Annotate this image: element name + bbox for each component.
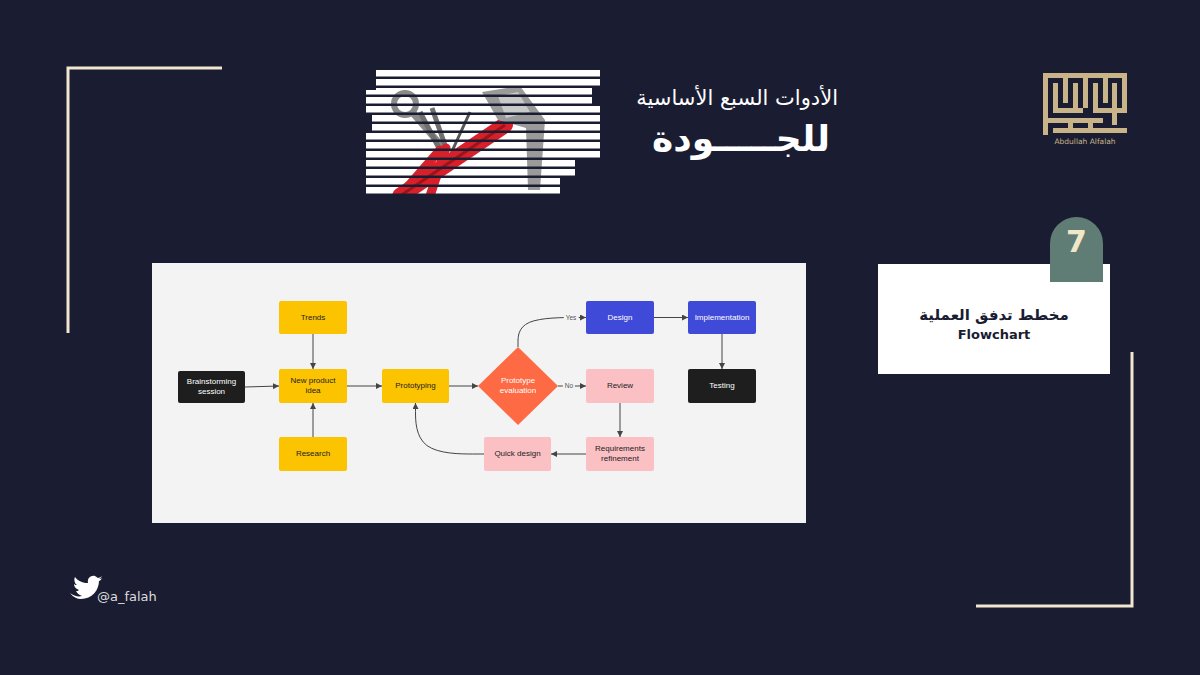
text-group: New product idea — [283, 376, 343, 395]
title-emphasis: للجـــــودة — [652, 118, 830, 159]
process-box: Quick design — [484, 437, 551, 471]
text-group: Prototyping — [395, 381, 435, 391]
flow-arrow — [313, 403, 314, 437]
process-box: Design — [586, 301, 654, 334]
flow-arrow — [416, 403, 485, 454]
flow-arrow — [449, 386, 478, 387]
process-box: Prototyping — [382, 369, 449, 403]
node-label: Prototype evaluation — [495, 376, 541, 395]
page-title: الأدوات السبع الأساسية — [636, 86, 838, 110]
flow-arrow — [518, 318, 586, 348]
flow-arrow — [551, 454, 586, 455]
number-badge: 7 — [1050, 217, 1103, 282]
node-label: Requirements refinement — [590, 444, 650, 463]
text-group: Implementation — [695, 313, 750, 323]
text-group: Prototype evaluation — [495, 376, 541, 395]
flow-arrow — [722, 334, 723, 369]
corner-bracket — [976, 352, 1132, 606]
node-label: Implementation — [695, 313, 750, 323]
flow-arrow — [620, 403, 621, 437]
text-group: مخطط تدفق العمليةFlowchart — [919, 306, 1069, 345]
flow-arrow — [313, 334, 314, 369]
node-label: Quick design — [494, 449, 540, 459]
flowchart-panel — [152, 263, 806, 523]
text-group: Trends — [301, 313, 326, 323]
process-box: Review — [586, 369, 654, 403]
end-box: Testing — [688, 369, 756, 403]
tool-card: مخطط تدفق العمليةFlowchart — [878, 282, 1110, 368]
tools-illustration — [366, 70, 600, 196]
text-group: Research — [296, 449, 330, 459]
node-label: Research — [296, 449, 330, 459]
logo-mark — [1043, 73, 1127, 135]
text-group: Quick design — [494, 449, 540, 459]
process-box: New product idea — [279, 369, 347, 403]
twitter-handle: @a_falah — [97, 589, 157, 604]
start-box: Brainstorming session — [178, 371, 245, 403]
node-label: Brainstorming session — [182, 377, 241, 396]
text-group: 7 — [1066, 227, 1087, 257]
text-group: Brainstorming session — [182, 377, 241, 396]
flow-arrow — [245, 386, 279, 387]
node-label: Testing — [709, 381, 734, 391]
callout-number: 7 — [1066, 227, 1087, 257]
node-label: New product idea — [283, 376, 343, 395]
edge-label: Yes — [564, 314, 579, 322]
node-label: Prototyping — [395, 381, 435, 391]
edge-label: No — [563, 382, 575, 390]
author-name: Abdullah Alfalah — [1043, 137, 1127, 146]
node-label: Design — [608, 313, 633, 323]
flow-arrow — [347, 386, 382, 387]
text-group: Design — [608, 313, 633, 323]
node-label: Review — [607, 381, 633, 391]
card-label: مخطط تدفق العملية — [919, 306, 1069, 326]
process-box: Implementation — [688, 301, 756, 334]
decision-diamond: Prototype evaluation — [478, 347, 558, 425]
text-group: Requirements refinement — [590, 444, 650, 463]
process-box: Requirements refinement — [586, 437, 654, 471]
node-label: Trends — [301, 313, 326, 323]
process-box: Trends — [279, 301, 347, 334]
text-group: Review — [607, 381, 633, 391]
flow-arrow — [654, 317, 688, 318]
process-box: Research — [279, 437, 347, 471]
card-label: Flowchart — [919, 325, 1069, 345]
text-group: Testing — [709, 381, 734, 391]
